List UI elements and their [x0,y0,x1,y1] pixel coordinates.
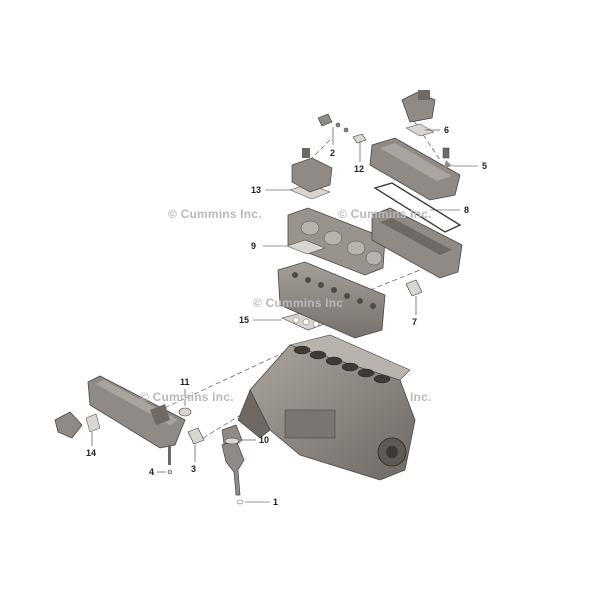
watermark-5: Inc. [410,390,432,404]
callout-3: 3 [191,464,197,474]
callout-7: 7 [412,317,418,327]
exhaust-manifold [87,375,186,449]
rocker-housing-gasket [286,239,326,255]
oil-fill-tube [221,424,245,505]
callout-15: 15 [239,315,250,325]
callout-13: 13 [251,185,262,195]
mounting-bracket [54,411,101,439]
watermark-1: © Cummins Inc. [168,207,262,221]
leader-lines [91,127,478,503]
manifold-gasket [373,182,462,233]
watermark-4: © Cummins Inc. [140,390,234,404]
callout-5: 5 [482,161,488,171]
engine-block [237,334,416,481]
callout-8: 8 [464,205,470,215]
small-fittings [317,113,367,144]
cylinder-bores [293,345,391,384]
bolt [167,445,173,475]
callout-12: 12 [354,164,365,174]
callout-14: 14 [86,448,97,458]
callout-9: 9 [251,241,257,251]
intake-cover [369,137,461,201]
watermark-3: © Cummins Inc [253,296,344,310]
callout-1: 1 [273,497,279,507]
callout-10: 10 [259,435,270,445]
breather-cover [291,148,333,193]
rocker-housing [287,207,386,276]
intake-connection [401,90,436,137]
callout-4: 4 [149,467,155,477]
callout-2: 2 [330,148,336,158]
watermark-2: © Cummins Inc. [338,207,432,221]
callout-6: 6 [444,125,450,135]
intake-manifold [371,207,463,279]
cylinder-head [277,261,386,339]
gasket-7 [405,279,423,297]
callout-11: 11 [180,377,190,387]
exhaust-gaskets [178,407,205,445]
sensor [442,147,452,168]
